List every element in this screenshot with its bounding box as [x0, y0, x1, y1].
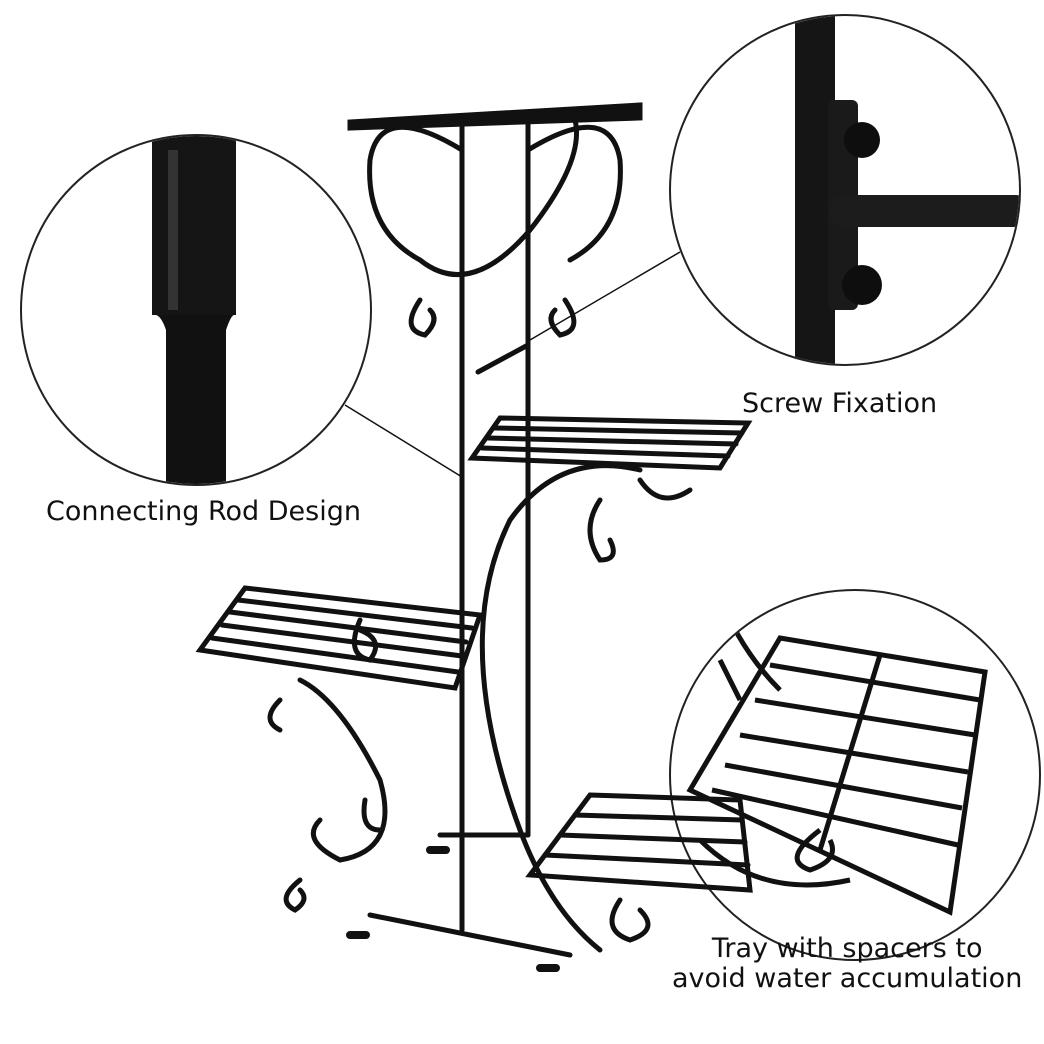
tray-label-line-2: avoid water accumulation — [672, 963, 1023, 994]
plant-stand — [195, 102, 753, 972]
tray-label: Tray with spacers to avoid water accumul… — [672, 934, 1022, 994]
rod-leader-line — [344, 404, 463, 478]
screw-fixation-detail-circle — [669, 14, 1021, 366]
connecting-rod-detail-circle — [20, 134, 372, 486]
tray-detail-circle — [669, 589, 1041, 961]
connecting-rod-label: Connecting Rod Design — [46, 496, 361, 527]
tray-label-line-1: Tray with spacers to — [711, 933, 983, 964]
screw-fixation-label: Screw Fixation — [742, 388, 938, 419]
